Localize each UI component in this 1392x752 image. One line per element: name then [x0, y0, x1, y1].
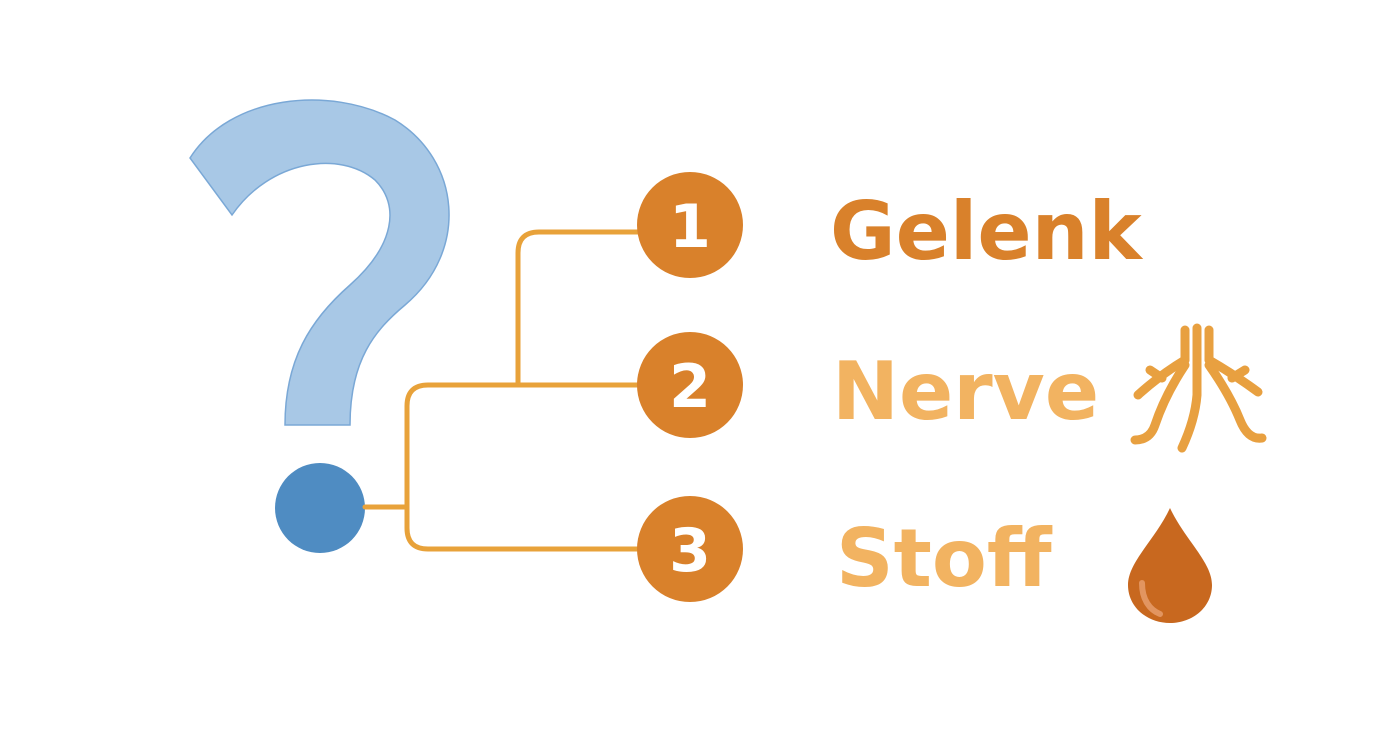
question-dot [275, 463, 365, 553]
drop-icon [1128, 508, 1212, 623]
number-label-3: 3 [669, 516, 711, 586]
number-circle-1 [637, 172, 743, 278]
number-label-2: 2 [669, 352, 711, 422]
question-mark-icon [189, 99, 450, 426]
option-label-2: Nerve [832, 345, 1099, 438]
option-3: 3 Stoff [637, 496, 1212, 623]
connector-branch-1 [515, 229, 643, 388]
connector-branch-2-3 [404, 382, 643, 552]
nerve-icon [1130, 323, 1267, 453]
number-label-1: 1 [669, 192, 711, 262]
option-2: 2 Nerve [637, 323, 1267, 453]
option-1: 1 Gelenk [637, 172, 1144, 278]
number-circle-2 [637, 332, 743, 438]
connector-lines [362, 229, 643, 552]
number-circle-3 [637, 496, 743, 602]
option-label-1: Gelenk [830, 185, 1144, 278]
option-label-3: Stoff [836, 512, 1053, 605]
